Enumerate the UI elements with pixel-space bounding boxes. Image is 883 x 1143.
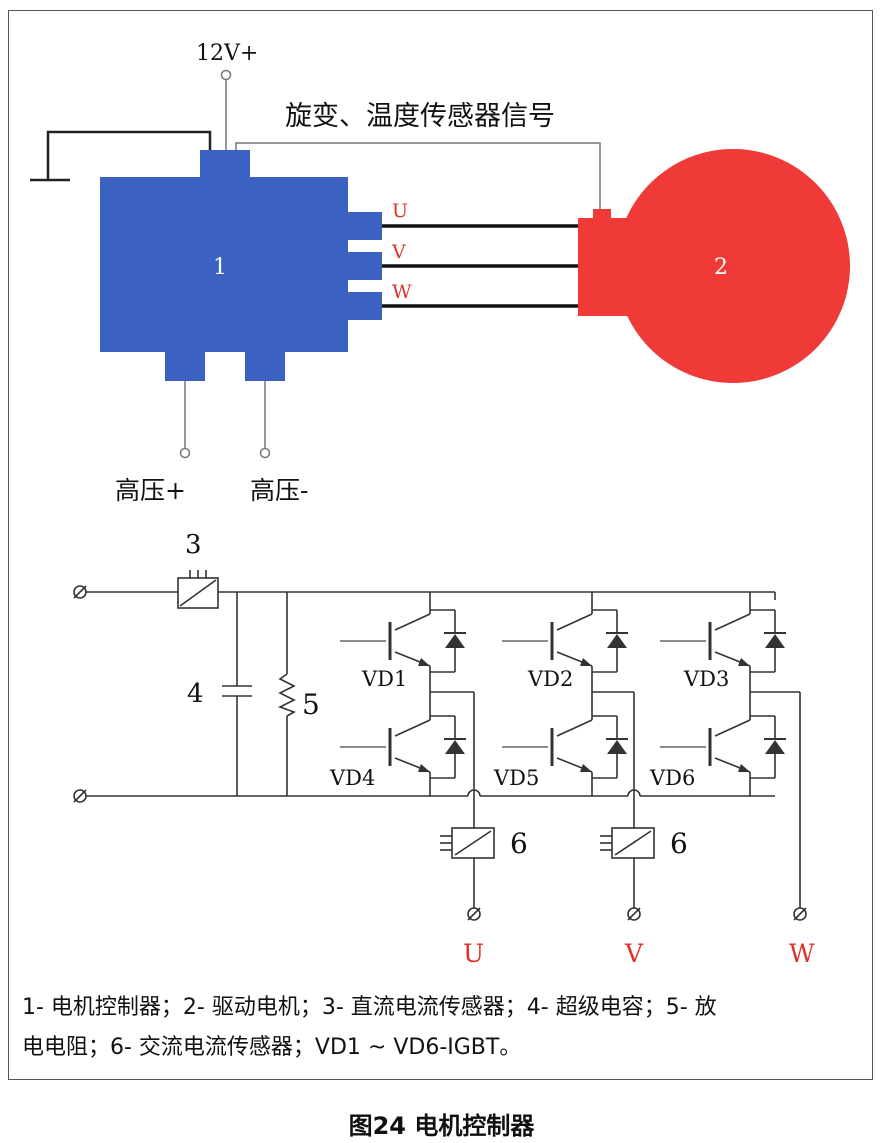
igbt-vd2 bbox=[500, 592, 630, 682]
phase-w-label: W bbox=[392, 281, 412, 303]
legend-line-1: 1- 电机控制器；2- 驱动电机；3- 直流电流传感器；4- 超级电容；5- 放 bbox=[22, 995, 717, 1020]
vd6-label: VD6 bbox=[649, 766, 695, 790]
out-u-label: U bbox=[463, 939, 484, 968]
ac-current-sensor-v bbox=[600, 827, 655, 859]
vd4-label: VD4 bbox=[329, 766, 375, 790]
hv-terminals bbox=[179, 381, 271, 459]
dc-current-sensor bbox=[177, 570, 219, 609]
figure-legend: 1- 电机控制器；2- 驱动电机；3- 直流电流传感器；4- 超级电容；5- 放… bbox=[22, 988, 862, 1068]
ac-current-sensor-u bbox=[440, 827, 495, 859]
vd1-label: VD1 bbox=[361, 667, 407, 691]
phase-wires bbox=[382, 224, 582, 308]
controller-label: 1 bbox=[213, 255, 227, 280]
sensor-signal-wire bbox=[235, 142, 601, 210]
hv-minus-label: 高压- bbox=[250, 476, 308, 505]
out-w-label: W bbox=[789, 939, 815, 968]
ac-sensor-2-label: 6 bbox=[670, 827, 688, 860]
v12-label: 12V+ bbox=[196, 41, 258, 66]
capacitor-label: 4 bbox=[187, 679, 204, 709]
phase-u-label: U bbox=[392, 200, 408, 222]
phase-v-label: V bbox=[391, 241, 406, 263]
igbt-vd1 bbox=[338, 592, 468, 682]
resistor-label: 5 bbox=[302, 688, 320, 721]
dc-bus bbox=[73, 585, 775, 803]
vd2-label: VD2 bbox=[527, 667, 573, 691]
vd5-label: VD5 bbox=[493, 766, 539, 790]
drive-motor bbox=[578, 149, 850, 383]
v12-terminal bbox=[220, 69, 232, 152]
ac-sensor-1-label: 6 bbox=[510, 827, 528, 860]
figure-caption: 图24 电机控制器 bbox=[348, 1112, 535, 1140]
dc-sensor-label: 3 bbox=[185, 530, 202, 560]
motor-controller-block bbox=[100, 150, 382, 381]
hv-plus-label: 高压+ bbox=[115, 476, 186, 505]
out-v-label: V bbox=[624, 939, 644, 968]
legend-line-2: 电电阻；6- 交流电流传感器；VD1 ~ VD6-IGBT。 bbox=[22, 1035, 522, 1060]
ground-symbol bbox=[30, 130, 212, 182]
vd3-label: VD3 bbox=[683, 667, 729, 691]
igbt-vd3 bbox=[658, 592, 788, 682]
motor-label: 2 bbox=[714, 255, 728, 280]
sensor-signal-label: 旋变、温度传感器信号 bbox=[285, 101, 555, 132]
phase-outputs bbox=[429, 592, 807, 921]
